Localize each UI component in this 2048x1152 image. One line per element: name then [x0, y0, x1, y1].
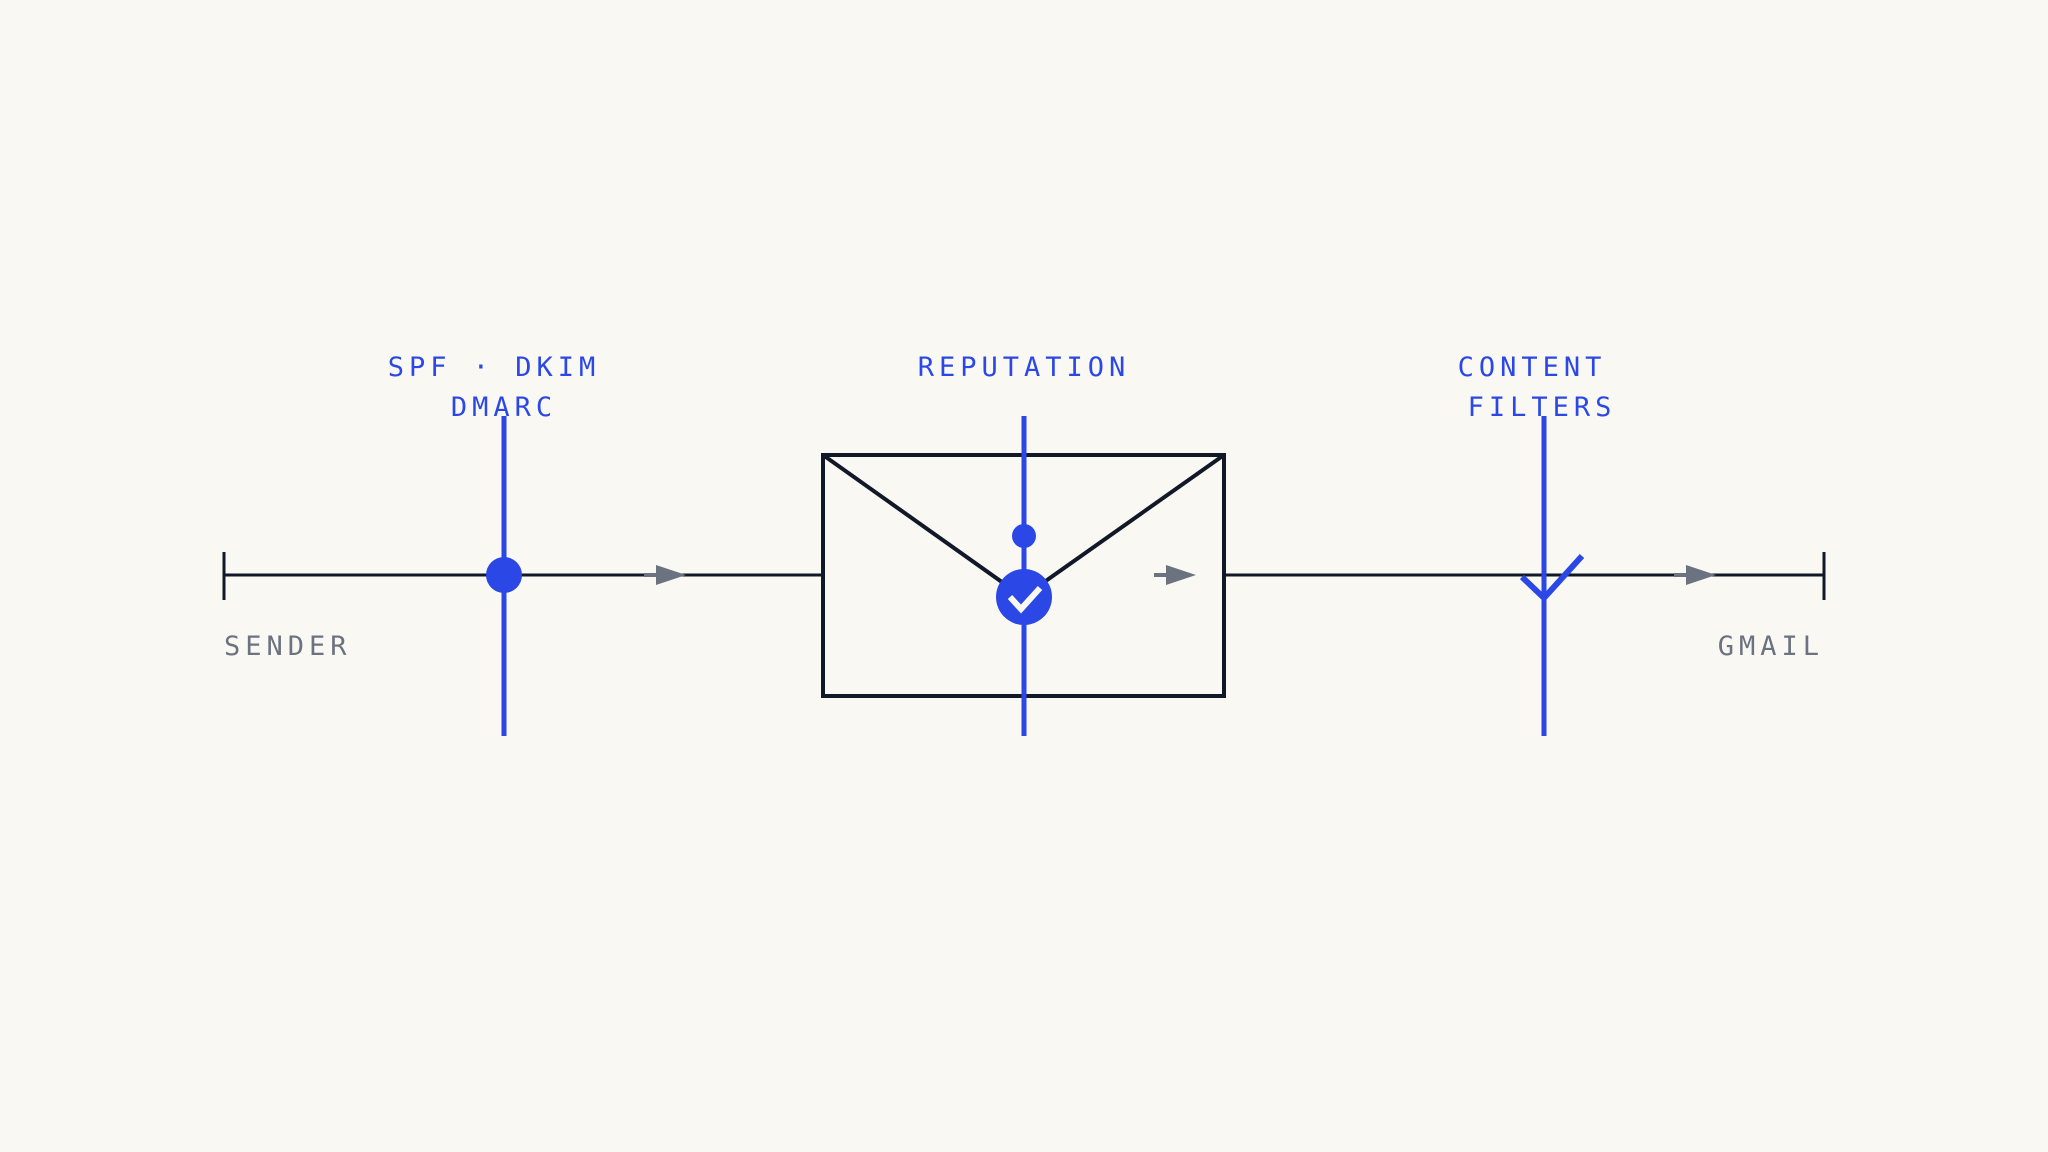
checkpoint-label-line: CONTENT [1458, 352, 1607, 383]
checkpoint-label-line: FILTERS [1468, 392, 1617, 423]
sender-label: SENDER [224, 631, 352, 662]
check-mark-icon [1519, 553, 1585, 603]
checkpoint-label-line: SPF · DKIM [388, 352, 601, 383]
arrow-right-icon [644, 565, 686, 585]
check-badge-icon [996, 569, 1052, 625]
dot-icon [486, 557, 522, 593]
checkpoint-content-filters: CONTENT FILTERS [1458, 352, 1617, 736]
checkpoint-label-line: REPUTATION [918, 352, 1131, 383]
checkpoint-authentication: SPF · DKIM DMARC [388, 352, 601, 736]
checkpoint-label-line: DMARC [451, 392, 557, 423]
arrow-right-icon [1154, 565, 1196, 585]
gmail-label: GMAIL [1718, 631, 1824, 662]
dot-icon [1012, 524, 1036, 548]
flow-arrows [644, 565, 1716, 585]
arrow-right-icon [1674, 565, 1716, 585]
checkpoint-reputation: REPUTATION [918, 352, 1131, 736]
